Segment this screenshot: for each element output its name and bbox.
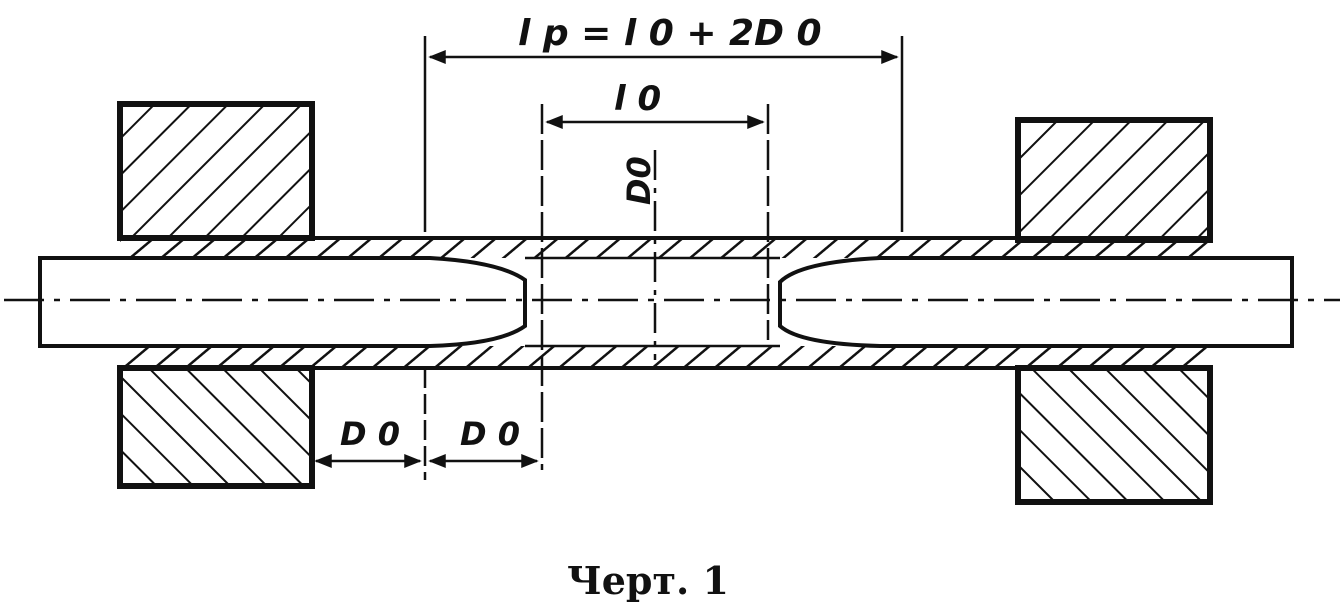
l0-label: l 0 [614, 79, 661, 119]
left-plug [38, 256, 527, 348]
figure-caption: Черт. 1 [567, 558, 729, 603]
lp-formula-label: l p = l 0 + 2D 0 [518, 13, 822, 54]
right-upper-grip [1015, 117, 1213, 243]
left-lower-grip [117, 365, 315, 489]
d0-left-label: D 0 [340, 415, 400, 453]
tube-upper-wall [120, 236, 1210, 258]
left-upper-grip [117, 101, 315, 241]
d0-vertical-label: D0 [620, 156, 658, 205]
d0-right-label: D 0 [460, 415, 520, 453]
tube-lower-wall [120, 346, 1210, 370]
right-plug [778, 256, 1294, 348]
right-lower-grip [1015, 365, 1213, 505]
